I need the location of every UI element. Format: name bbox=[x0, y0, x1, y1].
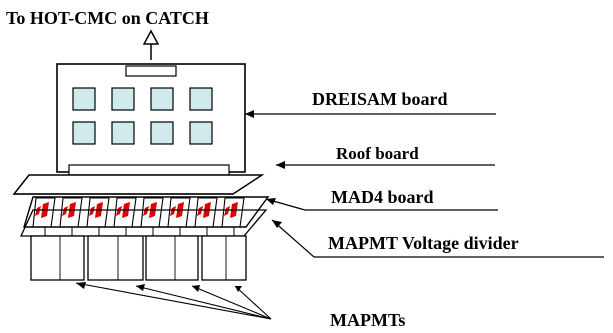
mad4-red-mark bbox=[35, 206, 41, 216]
top-label: To HOT-CMC on CATCH bbox=[6, 8, 209, 28]
mad4-label: MAD4 board bbox=[331, 187, 434, 207]
mad4-red-mark bbox=[89, 206, 95, 216]
dreisam-chip bbox=[111, 121, 135, 145]
mapmt-module bbox=[145, 235, 199, 281]
roof-board bbox=[12, 174, 265, 195]
dreisam-chip bbox=[72, 87, 96, 111]
mapmts-label: MAPMTs bbox=[330, 310, 405, 330]
mad4-red-mark bbox=[62, 206, 68, 216]
mad4-segment bbox=[167, 197, 191, 238]
mad4-red-mark bbox=[170, 206, 176, 216]
mapmt-module bbox=[87, 235, 144, 281]
dreisam-chip bbox=[111, 87, 135, 111]
divider-label: MAPMT Voltage divider bbox=[328, 233, 519, 253]
mapmt-module-group bbox=[30, 235, 247, 281]
mapmt-module bbox=[201, 235, 247, 281]
mad4-callout: MAD4 board bbox=[265, 187, 498, 211]
dreisam-chip bbox=[189, 87, 213, 111]
mad4-segment bbox=[194, 197, 218, 238]
dreisam-board bbox=[56, 63, 246, 176]
dreisam-chip bbox=[150, 87, 174, 111]
dreisam-chip bbox=[189, 121, 213, 145]
dreisam-callout: DREISAM board bbox=[245, 89, 496, 118]
dreisam-chip-group bbox=[72, 87, 213, 145]
roof-label: Roof board bbox=[336, 144, 419, 163]
top-arrow bbox=[142, 29, 160, 60]
roof-callout: Roof board bbox=[276, 144, 495, 169]
mad4-red-mark bbox=[116, 206, 122, 216]
dreisam-chip bbox=[150, 121, 174, 145]
mad4-red-mark bbox=[224, 206, 230, 216]
divider-callout: MAPMT Voltage divider bbox=[271, 219, 604, 258]
mad4-red-mark bbox=[143, 206, 149, 216]
dreisam-label: DREISAM board bbox=[312, 89, 448, 109]
dreisam-chip bbox=[72, 121, 96, 145]
mad4-red-mark bbox=[197, 206, 203, 216]
mapmts-callout: MAPMTs bbox=[75, 282, 405, 330]
mad4-board bbox=[23, 196, 270, 238]
mapmt-module bbox=[30, 235, 85, 281]
